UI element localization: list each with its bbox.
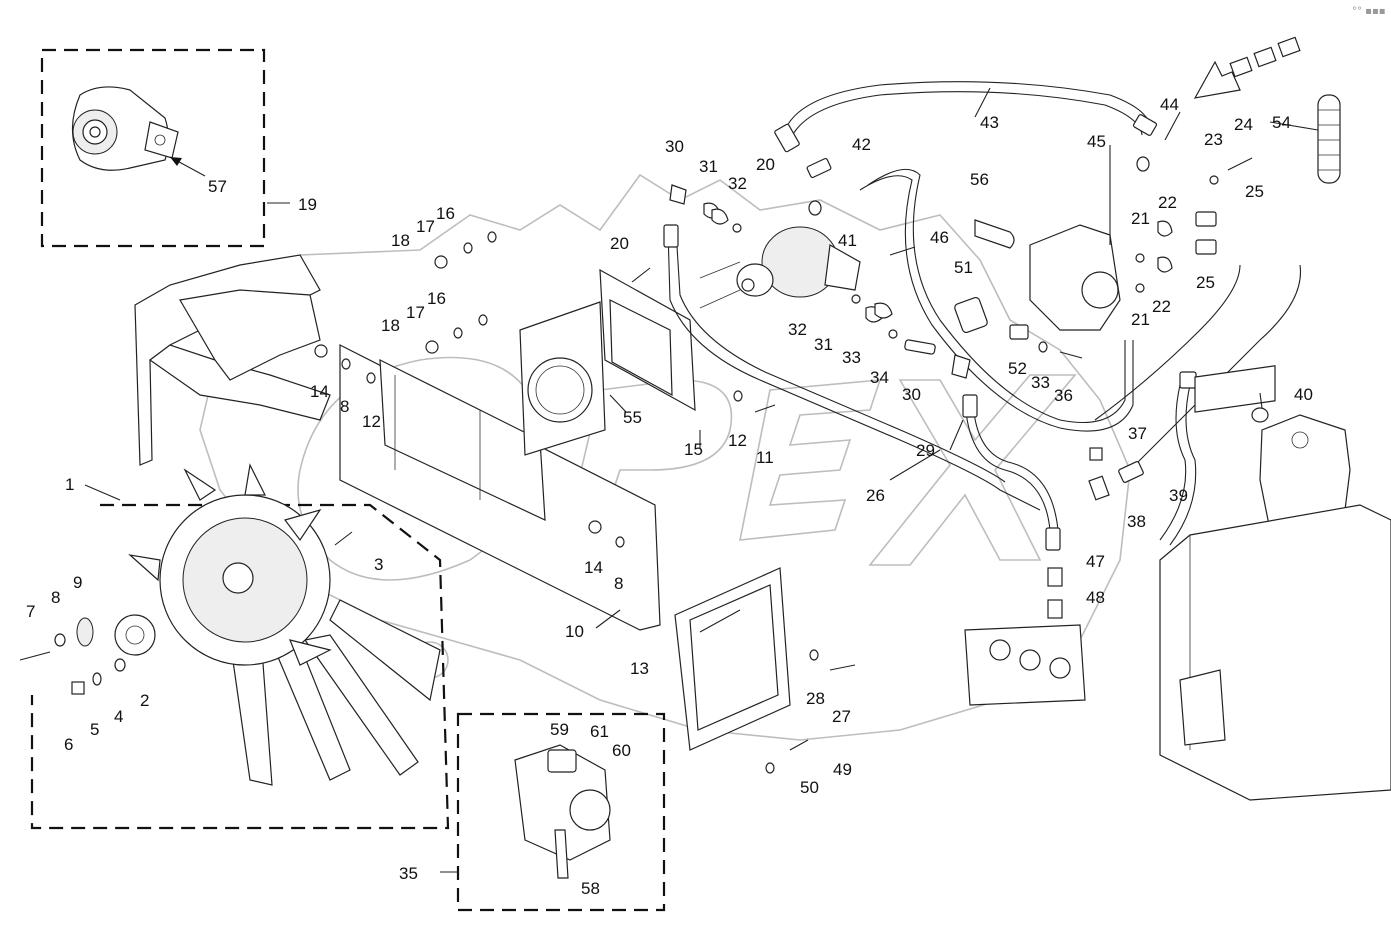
callout-31: 31 <box>814 335 833 354</box>
callout-22: 22 <box>1158 193 1177 212</box>
callout-13: 13 <box>630 659 649 678</box>
callout-37: 37 <box>1128 424 1147 443</box>
callout-18: 18 <box>391 231 410 250</box>
callout-28: 28 <box>806 689 825 708</box>
variable-pump <box>954 219 1121 359</box>
callout-33: 33 <box>842 348 861 367</box>
hydraulic-hoses <box>667 81 1302 546</box>
callout-38: 38 <box>1127 512 1146 531</box>
callout-55: 55 <box>623 408 642 427</box>
callout-25: 25 <box>1245 182 1264 201</box>
callout-7: 7 <box>26 602 35 621</box>
callout-32: 32 <box>728 174 747 193</box>
callout-30: 30 <box>665 137 684 156</box>
callout-61: 61 <box>590 722 609 741</box>
callout-21: 21 <box>1131 310 1150 329</box>
callout-4: 4 <box>114 707 123 726</box>
valve-manifold <box>964 624 1086 706</box>
callout-3: 3 <box>374 555 383 574</box>
callout-2: 2 <box>140 691 149 710</box>
group-box-19 <box>40 48 266 248</box>
leader-lines <box>84 87 1319 873</box>
callout-18: 18 <box>381 316 400 335</box>
callout-34: 34 <box>870 368 889 387</box>
callout-11: 11 <box>756 448 774 467</box>
callout-31: 31 <box>699 157 718 176</box>
corner-glyphs: °° ▪▪▪ <box>1352 6 1386 17</box>
callout-15: 15 <box>684 440 703 459</box>
callout-59: 59 <box>550 720 569 739</box>
group-box-35 <box>456 712 666 912</box>
callout-56: 56 <box>970 170 989 189</box>
hose-sleeve-54 <box>1317 94 1341 184</box>
radiator-frame <box>134 254 791 751</box>
callout-17: 17 <box>416 217 435 236</box>
callout-20: 20 <box>610 234 629 253</box>
callout-36: 36 <box>1054 386 1073 405</box>
callout-8: 8 <box>340 397 349 416</box>
fan-hub-hardware <box>19 614 156 695</box>
callout-60: 60 <box>612 741 631 760</box>
callout-43: 43 <box>980 113 999 132</box>
hydraulic-motor-57 <box>71 86 206 177</box>
hydraulic-tank <box>1159 365 1391 801</box>
callout-labels: 1 2 3 4 5 6 7 8 8 8 9 10 11 12 12 13 14 … <box>26 95 1313 898</box>
direction-arrow-icon <box>1193 36 1301 99</box>
callout-46: 46 <box>930 228 949 247</box>
group-box-1 <box>30 503 450 830</box>
callout-8: 8 <box>614 574 623 593</box>
cooling-fan <box>128 463 441 786</box>
callout-14: 14 <box>584 558 603 577</box>
callout-58: 58 <box>581 879 600 898</box>
callout-54: 54 <box>1272 113 1291 132</box>
callout-39: 39 <box>1169 486 1188 505</box>
callout-35: 35 <box>399 864 418 883</box>
callout-19: 19 <box>298 195 317 214</box>
callout-21: 21 <box>1131 209 1150 228</box>
callout-32: 32 <box>788 320 807 339</box>
callout-17: 17 <box>406 303 425 322</box>
callout-42: 42 <box>852 135 871 154</box>
callout-41: 41 <box>838 231 857 250</box>
callout-12: 12 <box>362 412 381 431</box>
callout-33: 33 <box>1031 373 1050 392</box>
callout-44: 44 <box>1160 95 1179 114</box>
callout-49: 49 <box>833 760 852 779</box>
callout-16: 16 <box>427 289 446 308</box>
callout-25: 25 <box>1196 273 1215 292</box>
callout-8: 8 <box>51 588 60 607</box>
callout-26: 26 <box>866 486 885 505</box>
callout-29: 29 <box>916 441 935 460</box>
callout-52: 52 <box>1008 359 1027 378</box>
callout-10: 10 <box>565 622 584 641</box>
callout-57: 57 <box>208 177 227 196</box>
callout-30: 30 <box>902 385 921 404</box>
callout-40: 40 <box>1294 385 1313 404</box>
callout-24: 24 <box>1234 115 1253 134</box>
callout-50: 50 <box>800 778 819 797</box>
callout-45: 45 <box>1087 132 1106 151</box>
hose-fittings <box>663 114 1269 619</box>
callout-5: 5 <box>90 720 99 739</box>
frame-hardware <box>314 231 856 774</box>
callout-16: 16 <box>436 204 455 223</box>
callout-22: 22 <box>1152 297 1171 316</box>
callout-6: 6 <box>64 735 73 754</box>
callout-51: 51 <box>954 258 973 277</box>
callout-48: 48 <box>1086 588 1105 607</box>
callout-12: 12 <box>728 431 747 450</box>
callout-27: 27 <box>832 707 851 726</box>
hose-clamps <box>703 157 1253 355</box>
pump-58 <box>514 744 611 879</box>
callout-9: 9 <box>73 573 82 592</box>
callout-1: 1 <box>65 475 74 494</box>
callout-23: 23 <box>1204 130 1223 149</box>
gear-pump <box>699 226 861 309</box>
callout-14: 14 <box>310 382 329 401</box>
callout-47: 47 <box>1086 552 1105 571</box>
callout-20: 20 <box>756 155 775 174</box>
